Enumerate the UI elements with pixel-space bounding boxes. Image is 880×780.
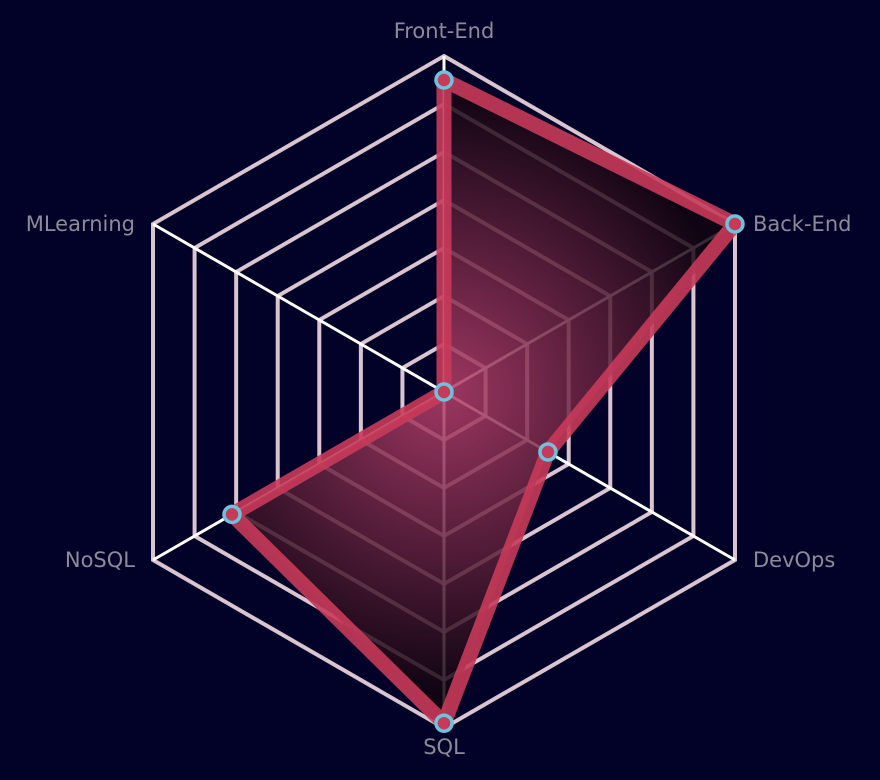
- radar-markers: [222, 70, 745, 733]
- axis-label-sql: SQL: [423, 735, 465, 759]
- data-point-back-end[interactable]: [725, 214, 745, 234]
- data-point-devops[interactable]: [538, 442, 558, 462]
- data-point-mlearning[interactable]: [434, 382, 454, 402]
- radar-axis-labels: Front-End Back-End DevOps SQL NoSQL MLea…: [26, 19, 852, 759]
- spoke-5: [152, 222, 445, 394]
- radar-series: [224, 72, 743, 731]
- axis-label-front-end: Front-End: [394, 19, 495, 43]
- data-point-sql[interactable]: [434, 713, 454, 733]
- data-point-nosql[interactable]: [222, 504, 242, 525]
- data-point-front-end[interactable]: [434, 70, 454, 90]
- axis-label-devops: DevOps: [753, 548, 835, 572]
- axis-label-back-end: Back-End: [753, 212, 851, 236]
- series-area-0: [224, 72, 743, 731]
- axis-label-nosql: NoSQL: [65, 548, 135, 572]
- axis-label-mlearning: MLearning: [26, 212, 135, 236]
